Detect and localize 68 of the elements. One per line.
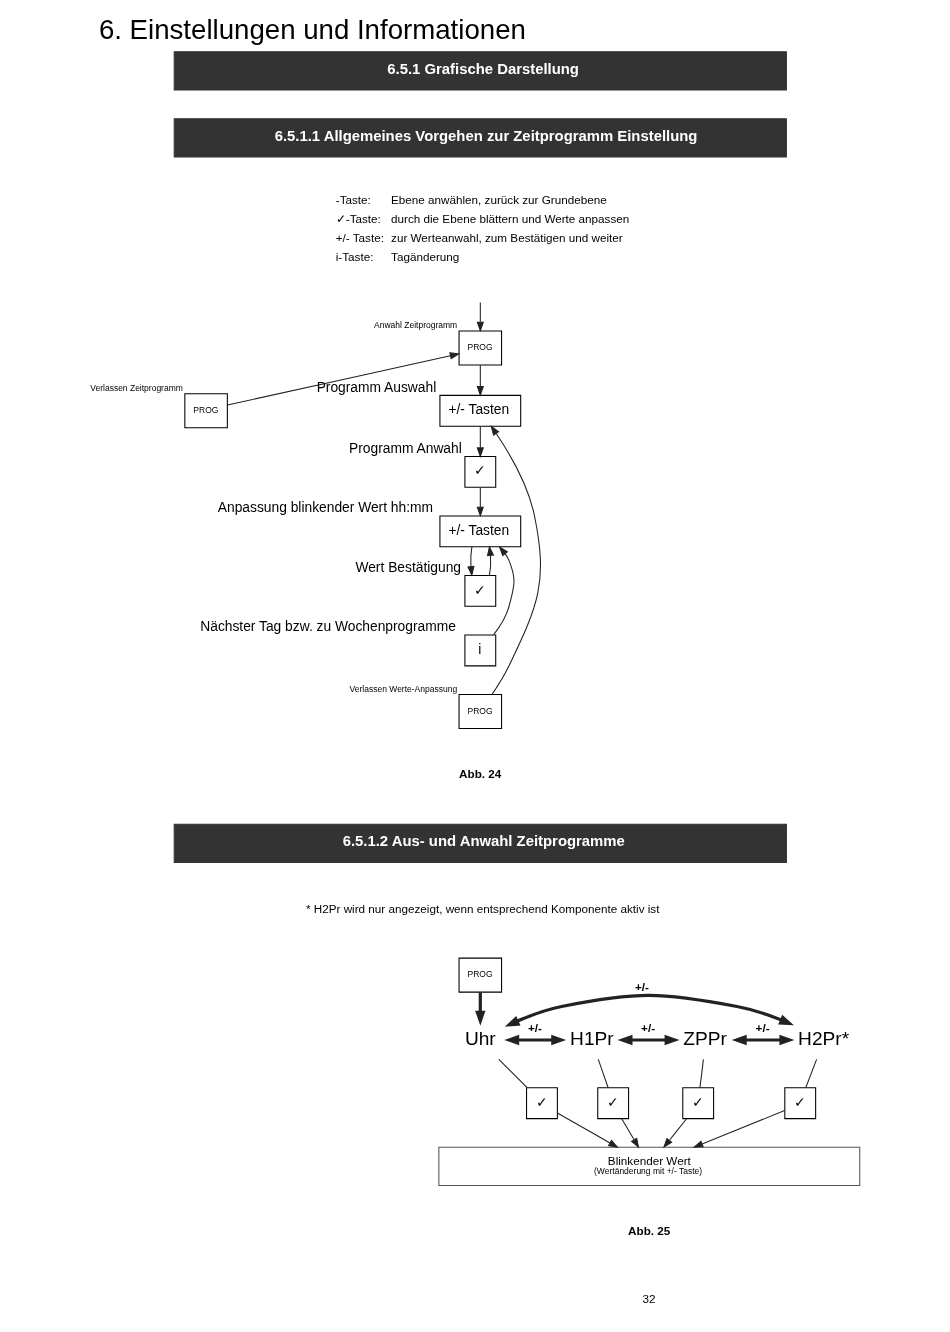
node-text: ZPPr	[683, 1027, 727, 1049]
label: +/- Taste:	[335, 230, 384, 244]
arrow	[486, 545, 495, 576]
node-label: Anpassung blinkender Wert hh:mm	[217, 499, 434, 516]
node-box: PROG	[184, 393, 228, 429]
edge-label: +/-	[634, 980, 649, 993]
label: ✓-Taste:	[335, 211, 381, 225]
node-box: PROG	[458, 957, 503, 993]
node-label: Verlassen Zeitprogramm	[90, 383, 183, 393]
edge-label: +/-	[641, 1021, 656, 1035]
node-box: ✓	[682, 1087, 715, 1120]
node-label: Verlassen Werte-Anpassung	[349, 683, 458, 694]
arrow	[557, 1112, 619, 1149]
arrow	[493, 545, 515, 636]
node-label: Programm Anwahl	[349, 439, 462, 456]
arrow	[476, 425, 485, 458]
label: 6.5.1.1 Allgemeines Vorgehen zur Zeitprogramm Einstellung	[274, 127, 698, 144]
node-label: Programm Auswahl	[316, 378, 437, 395]
node-box: ✓	[526, 1087, 558, 1120]
node-text: Uhr	[464, 1027, 496, 1049]
arrow	[467, 546, 475, 577]
arrow	[476, 486, 485, 518]
arrow	[227, 352, 461, 406]
node-text: H1Pr	[570, 1027, 614, 1049]
edge-label: +/-	[755, 1021, 770, 1035]
node-label: Wert Bestätigung	[355, 558, 462, 575]
label: -Taste:	[335, 192, 371, 206]
arrow	[475, 992, 486, 1026]
node-box: i	[464, 634, 497, 667]
arrow	[504, 1034, 567, 1046]
arrow	[617, 1034, 680, 1046]
connector	[699, 1058, 704, 1089]
arrow	[662, 1118, 688, 1149]
connector	[597, 1058, 609, 1089]
arrow	[476, 301, 485, 333]
label: i-Taste:	[335, 249, 374, 263]
node-text: H2Pr*	[798, 1027, 850, 1049]
label: Abb. 25	[628, 1224, 671, 1238]
label: Ebene anwählen, zurück zur Grundebene	[391, 192, 607, 206]
label: 6.5.1.2 Aus- und Anwahl Zeitprogramme	[342, 833, 625, 850]
label: 32	[642, 1292, 656, 1306]
node-box: Blinkender Wert (Wertänderung mit +/- Taste)	[438, 1146, 861, 1187]
edge-label: +/-	[527, 1021, 542, 1035]
node-box: ✓	[464, 455, 497, 488]
connector	[498, 1058, 528, 1089]
node-box: PROG	[458, 694, 503, 730]
arrow	[490, 425, 541, 696]
node-box: ✓	[464, 575, 497, 607]
node-label: Nächster Tag bzw. zu Wochenprogramme	[200, 618, 456, 635]
arrow	[692, 1110, 786, 1148]
node-box: +/- Tasten	[439, 515, 522, 548]
node-box: ✓	[784, 1087, 817, 1120]
label: * H2Pr wird nur angezeigt, wenn entsprechend Komponente aktiv ist	[306, 902, 660, 916]
arrow	[504, 993, 794, 1027]
arrow	[476, 364, 485, 397]
connector	[805, 1058, 818, 1089]
label: Tagänderung	[391, 249, 460, 263]
arrow	[731, 1034, 795, 1046]
node-box: ✓	[597, 1087, 630, 1120]
node-box: PROG	[458, 330, 503, 366]
label: zur Werteanwahl, zum Bestätigen und weiter	[391, 230, 623, 244]
arrow	[621, 1118, 640, 1149]
label: 6.5.1 Grafische Darstellung	[387, 60, 579, 77]
diagram-title: 6. Einstellungen und Informationen	[98, 13, 526, 45]
node-label: Anwahl Zeitprogramm	[374, 320, 458, 331]
label: Abb. 24	[459, 767, 502, 781]
node-box: +/- Tasten	[439, 394, 522, 427]
label: durch die Ebene blättern und Werte anpassen	[391, 211, 630, 225]
